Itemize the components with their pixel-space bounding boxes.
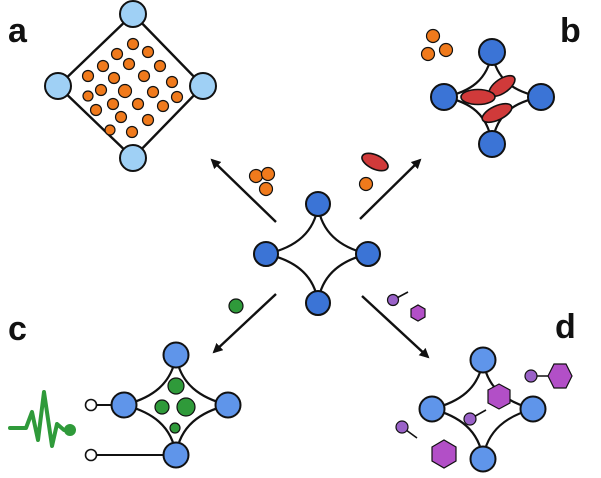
node xyxy=(430,83,458,111)
node xyxy=(44,72,72,100)
panel-d-framework xyxy=(395,346,573,473)
panel-c-framework xyxy=(8,341,242,469)
lollipop-ligand-icon xyxy=(524,369,548,383)
green-guests xyxy=(154,377,196,434)
node xyxy=(305,290,331,316)
node xyxy=(189,72,217,100)
node xyxy=(119,144,147,172)
arrow-icon xyxy=(361,295,430,359)
lollipop-ligand-icon xyxy=(386,291,409,307)
node xyxy=(305,191,331,217)
red-ellipse-guest xyxy=(361,152,389,172)
node xyxy=(478,130,506,158)
lollipop-ligand-icon xyxy=(395,420,418,439)
node xyxy=(162,441,190,469)
panel-a-framework xyxy=(44,0,217,172)
orange-guest-cluster xyxy=(248,166,276,197)
lollipop-ligand-icon xyxy=(463,409,487,426)
node xyxy=(253,241,279,267)
node xyxy=(214,391,242,419)
node xyxy=(527,83,555,111)
center-framework xyxy=(253,191,381,316)
red-ellipse-guests xyxy=(460,74,516,124)
hexagon-icon xyxy=(547,363,573,389)
node xyxy=(418,395,446,423)
panel-label-c: c xyxy=(8,310,27,348)
node xyxy=(469,445,497,473)
panel-label-b: b xyxy=(560,12,581,50)
panel-label-d: d xyxy=(555,308,576,346)
orange-guest xyxy=(358,176,374,192)
pulse-signal-icon xyxy=(8,390,76,448)
node xyxy=(355,241,381,267)
node xyxy=(519,395,547,423)
orange-particles xyxy=(81,37,184,139)
arrow-icon xyxy=(210,158,277,223)
node xyxy=(119,0,147,28)
arrow-icon xyxy=(359,158,422,220)
hexagon-icon xyxy=(487,383,511,410)
node xyxy=(478,38,506,66)
node xyxy=(469,346,497,374)
panel-label-a: a xyxy=(8,12,28,50)
node xyxy=(110,391,138,419)
orange-particles-b xyxy=(420,28,454,62)
arrow-icon xyxy=(212,293,277,354)
electrode-terminal xyxy=(84,448,98,462)
green-guest xyxy=(228,298,244,314)
hexagon-icon xyxy=(410,304,426,322)
electrode-terminal xyxy=(84,398,98,412)
hexagon-icon xyxy=(431,439,457,469)
node xyxy=(162,341,190,369)
panel-b-framework xyxy=(420,28,555,158)
